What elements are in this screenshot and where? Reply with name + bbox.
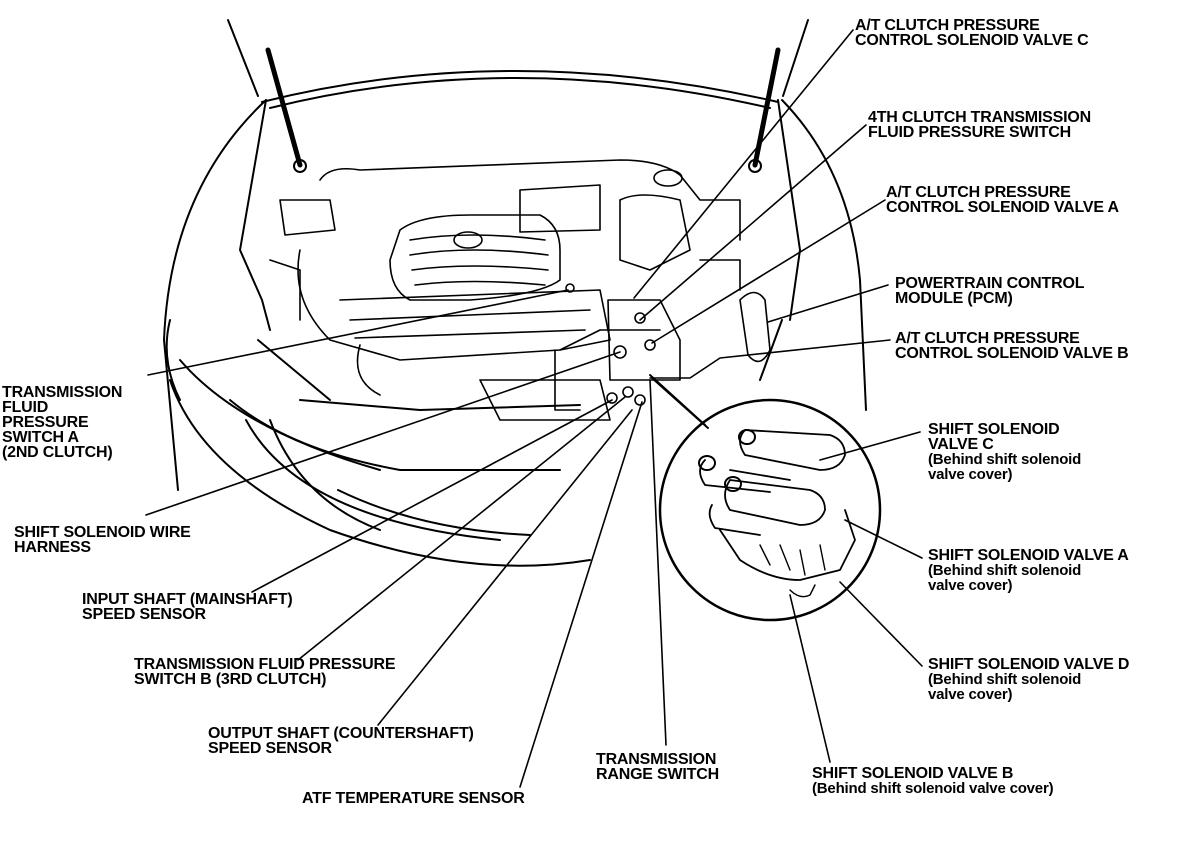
label-shift-solenoid-c: SHIFT SOLENOID VALVE C (Behind shift sol… [928, 421, 1082, 483]
label-input-shaft-sensor: INPUT SHAFT (MAINSHAFT) SPEED SENSOR [82, 591, 293, 623]
body-outline [163, 99, 867, 567]
solenoid-detail-view [649, 374, 882, 622]
label-shift-solenoid-d: SHIFT SOLENOID VALVE D (Behind shift sol… [928, 656, 1130, 703]
label-shift-solenoid-harness: SHIFT SOLENOID WIRE HARNESS [14, 524, 191, 556]
label-output-shaft-sensor: OUTPUT SHAFT (COUNTERSHAFT) SPEED SENSOR [208, 725, 474, 757]
leader-lines [145, 29, 923, 788]
label-pcm: POWERTRAIN CONTROL MODULE (PCM) [895, 275, 1085, 307]
label-range-switch: TRANSMISSION RANGE SWITCH [596, 751, 719, 783]
label-at-clutch-valve-b: A/T CLUTCH PRESSURE CONTROL SOLENOID VAL… [895, 330, 1129, 362]
engine-outline [269, 159, 771, 421]
label-atf-temperature-sensor: ATF TEMPERATURE SENSOR [302, 790, 525, 807]
hood-outline [227, 19, 809, 331]
label-at-clutch-valve-c: A/T CLUTCH PRESSURE CONTROL SOLENOID VAL… [855, 17, 1089, 49]
label-shift-solenoid-b: SHIFT SOLENOID VALVE B (Behind shift sol… [812, 765, 1054, 797]
label-4th-clutch-pressure-switch: 4TH CLUTCH TRANSMISSION FLUID PRESSURE S… [868, 109, 1091, 141]
label-at-clutch-valve-a: A/T CLUTCH PRESSURE CONTROL SOLENOID VAL… [886, 184, 1119, 216]
label-pressure-switch-a: TRANSMISSION FLUID PRESSURE SWITCH A (2N… [2, 384, 123, 461]
label-pressure-switch-b: TRANSMISSION FLUID PRESSURE SWITCH B (3R… [134, 656, 396, 688]
label-shift-solenoid-a: SHIFT SOLENOID VALVE A (Behind shift sol… [928, 547, 1129, 594]
